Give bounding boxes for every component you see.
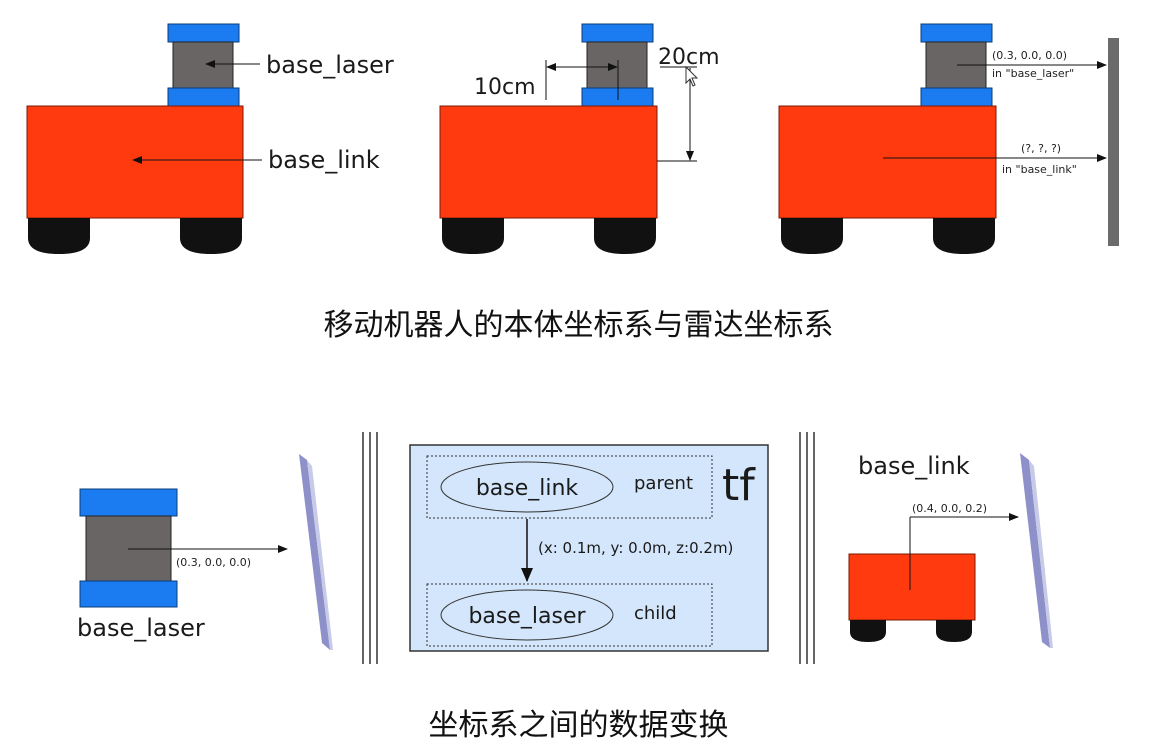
wheel-right xyxy=(936,620,972,642)
robot-body xyxy=(439,105,658,219)
child-role-label: child xyxy=(634,603,677,624)
wheel-right xyxy=(594,218,656,254)
parent-role-label: parent xyxy=(634,473,693,494)
wall xyxy=(1108,38,1119,246)
robot-panel-3: (0.3, 0.0, 0.0) in "base_laser" (?, ?, ?… xyxy=(778,23,1119,254)
laser-frame-note: in "base_laser" xyxy=(992,67,1074,80)
bottom-caption: 坐标系之间的数据变换 xyxy=(428,708,729,743)
laser-bottom-cap xyxy=(79,580,178,608)
wheel-left xyxy=(442,218,504,254)
laser-top-cap xyxy=(167,23,240,43)
laser-top-cap xyxy=(79,488,178,517)
top-caption: 移动机器人的本体坐标系与雷达坐标系 xyxy=(323,308,834,343)
robot-body xyxy=(778,105,997,219)
scan-plane xyxy=(299,454,330,650)
child-frame-box xyxy=(426,583,713,647)
robot-panel-1: base_laser base_link xyxy=(26,23,394,254)
transform-values: (x: 0.1m, y: 0.0m, z:0.2m) xyxy=(538,539,733,557)
robot-body xyxy=(848,553,976,621)
label-20cm: 20cm xyxy=(658,45,720,70)
robot-body xyxy=(26,105,244,219)
laser-bottom-cap xyxy=(167,87,240,107)
laser-scan-panel: (0.3, 0.0, 0.0) base_laser xyxy=(77,454,333,650)
label-base-laser: base_laser xyxy=(77,614,205,642)
tf-title: tf xyxy=(722,460,756,511)
scan-plane xyxy=(1020,453,1050,648)
label-base-link: base_link xyxy=(268,146,380,174)
parent-frame-node xyxy=(440,461,614,513)
robot-panel-2: 10cm 20cm xyxy=(439,23,720,254)
base-link-scan-panel: base_link (0.4, 0.0, 0.2) xyxy=(848,452,1053,648)
scan-plane-edge xyxy=(307,460,333,650)
laser-body xyxy=(925,41,987,91)
child-frame-name: base_laser xyxy=(468,604,586,629)
wheel-right xyxy=(180,218,242,254)
laser-reading: (0.3, 0.0, 0.0) xyxy=(992,49,1067,62)
laser-bottom-cap xyxy=(920,87,993,107)
laser-body xyxy=(172,41,234,91)
label-base-laser: base_laser xyxy=(266,51,394,79)
separator-right xyxy=(799,432,815,664)
wheel-left xyxy=(850,620,886,642)
wheel-left xyxy=(781,218,843,254)
link-reading: (?, ?, ?) xyxy=(1021,142,1061,155)
laser-body xyxy=(586,41,648,91)
label-base-link: base_link xyxy=(858,452,970,480)
parent-frame-box xyxy=(426,455,713,519)
laser-top-cap xyxy=(581,23,654,43)
wheel-left xyxy=(28,218,90,254)
scan-plane-edge xyxy=(1029,460,1053,648)
label-10cm: 10cm xyxy=(474,75,536,100)
separator-left xyxy=(362,432,378,664)
parent-frame-name: base_link xyxy=(476,476,579,501)
transformed-reading: (0.4, 0.0, 0.2) xyxy=(912,502,987,515)
mouse-cursor-icon xyxy=(685,65,699,87)
child-frame-node xyxy=(440,589,614,641)
tf-panel: base_link base_laser parent child tf (x:… xyxy=(409,444,769,652)
link-frame-note: in "base_link" xyxy=(1002,163,1077,176)
scan-reading: (0.3, 0.0, 0.0) xyxy=(176,556,251,569)
laser-top-cap xyxy=(920,23,993,43)
wheel-right xyxy=(933,218,995,254)
